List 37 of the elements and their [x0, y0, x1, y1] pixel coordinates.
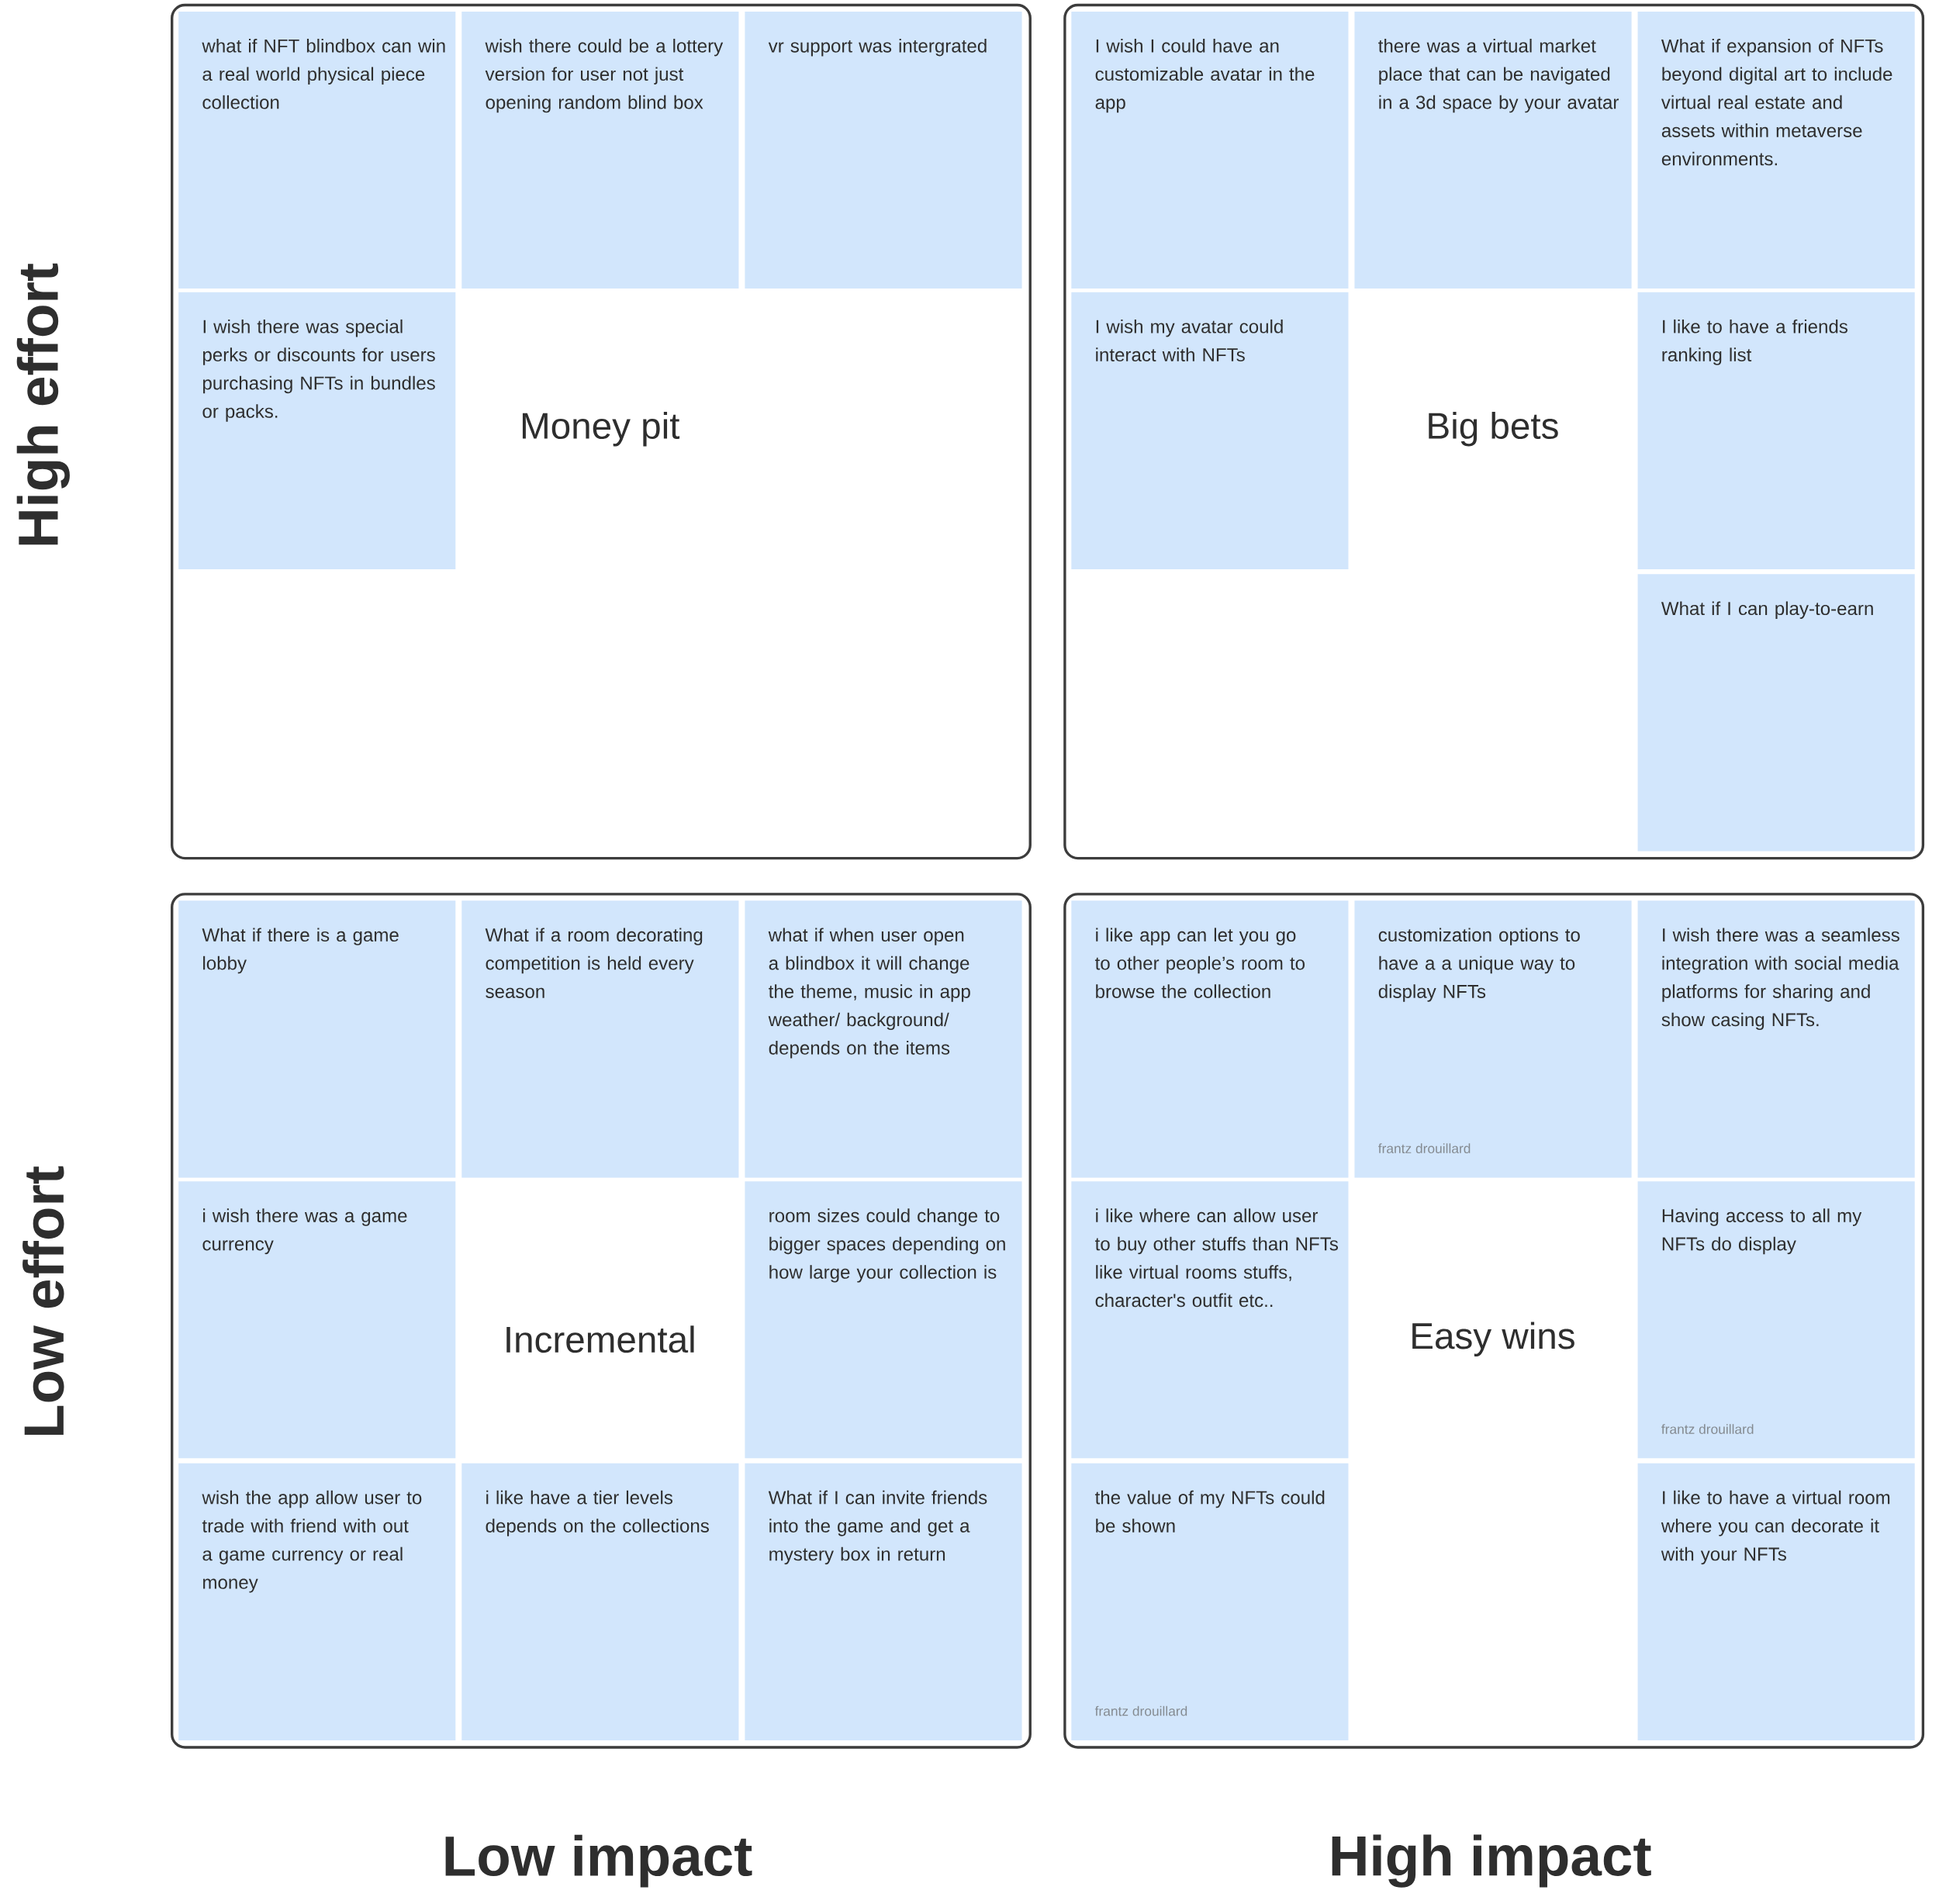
- axis-label: High impact: [1332, 1834, 1651, 1888]
- sticky-note: wish the app allow user to trade with friend with out a game currency or real money: [178, 1463, 456, 1740]
- sticky-note: I wish there was special perks or discounts for users purchasing NFTs in bundles or packs.: [178, 292, 456, 569]
- sticky-note: What if I can play-to-earn: [1637, 574, 1915, 852]
- sticky-note: i like where can allow user to buy other stuffs than NFTs like virtual rooms stuffs, character's outfit etc..: [1071, 1181, 1349, 1459]
- sticky-note: I wish my avatar could interact with NFTs: [1071, 292, 1349, 569]
- sticky-note: i like app can let you go to other people’s room to browse the collection: [1071, 900, 1349, 1178]
- axis-label: Low effort: [22, 1166, 64, 1435]
- quadrant-title: Incremental: [506, 1325, 694, 1353]
- sticky-note: What if expansion of NFTs beyond digital art to include virtual real estate and assets within metaverse environments.: [1637, 11, 1915, 289]
- axis-label: High effort: [16, 263, 70, 545]
- sticky-note: Having access to all my NFTs do display frantz drouillard: [1637, 1181, 1915, 1459]
- sticky-note: room sizes could change to bigger spaces depending on how large your collection is: [745, 1181, 1022, 1459]
- sticky-note: the value of my NFTs could be shown frantz drouillard: [1071, 1463, 1349, 1740]
- sticky-note: customization options to have a a unique way to display NFTs frantz drouillard: [1354, 900, 1632, 1178]
- quadrant-title: Big bets: [1429, 411, 1558, 447]
- sticky-note: vr support was intergrated: [745, 11, 1022, 289]
- sticky-note: i wish there was a game currency: [178, 1181, 456, 1459]
- sticky-note: What if a room decorating competition is held every season: [461, 900, 739, 1178]
- sticky-note: I like to have a friends ranking list: [1637, 292, 1915, 569]
- axis-label: Low impact: [445, 1834, 752, 1888]
- sticky-note: what if when user open a blindbox it will change the theme, music in app weather/ background/ depends on the items: [745, 900, 1022, 1178]
- sticky-note: I like to have a virtual room where you can decorate it with your NFTs: [1637, 1463, 1915, 1740]
- sticky-note: What if I can invite friends into the game and get a mystery box in return: [745, 1463, 1022, 1740]
- quadrant-title: Easy wins: [1412, 1322, 1574, 1356]
- sticky-note: i like have a tier levels depends on the collections: [461, 1463, 739, 1740]
- sticky-note: there was a virtual market place that can be navigated in a 3d space by your avatar: [1354, 11, 1632, 289]
- sticky-note: I wish there was a seamless integration with social media platforms for sharing and show casing NFTs.: [1637, 900, 1915, 1178]
- quadrant-frame: [171, 893, 1032, 1749]
- sticky-note: what if NFT blindbox can win a real world physical piece collection: [178, 11, 456, 289]
- sticky-note: I wish I could have an customizable avatar in the app: [1071, 11, 1349, 289]
- quadrant-frame: [1063, 3, 1925, 860]
- sticky-note: What if there is a game lobby: [178, 900, 456, 1178]
- quadrant-frame: [171, 3, 1032, 860]
- quadrant-title: Money pit: [522, 411, 680, 447]
- sticky-note: wish there could be a lottery version for user not just opening random blind box: [461, 11, 739, 289]
- quadrant-frame: [1063, 893, 1925, 1749]
